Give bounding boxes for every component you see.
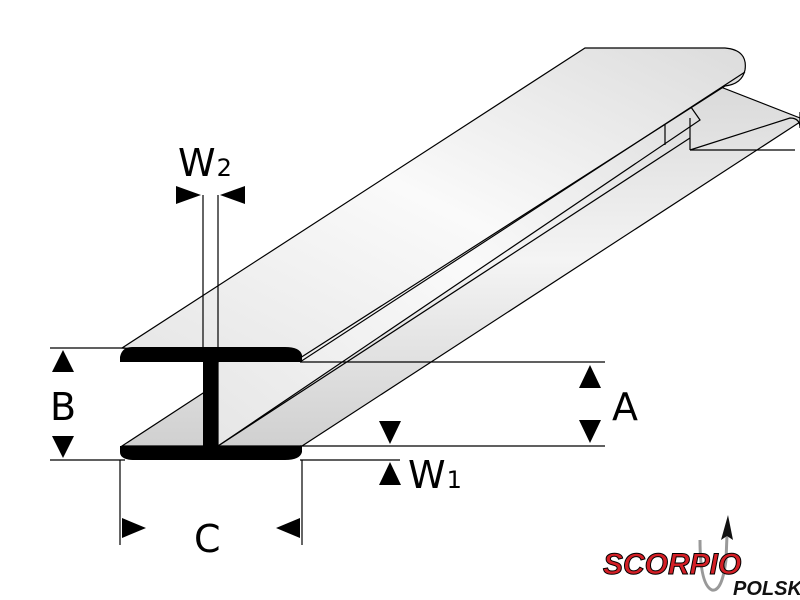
top-flange-surface xyxy=(120,47,746,359)
label-w1: W1 xyxy=(408,453,462,497)
label-w2-letter: W xyxy=(178,141,216,185)
label-a: A xyxy=(612,385,638,429)
logo-swoosh xyxy=(698,534,729,592)
logo-brand-text: SCORPIO xyxy=(603,548,741,581)
label-w1-subscript: 1 xyxy=(447,466,462,494)
a-arrow-down-icon xyxy=(579,420,601,443)
w2-arrow-right-icon xyxy=(176,186,201,204)
label-w2-subscript: 2 xyxy=(217,154,232,182)
b-arrow-up-icon xyxy=(52,350,74,372)
label-w1-letter: W xyxy=(408,453,446,497)
w1-arrow-up-icon xyxy=(379,462,401,485)
w2-arrow-left-icon xyxy=(220,186,245,204)
c-arrow-right-icon xyxy=(122,518,146,538)
web-base-edge xyxy=(217,137,691,447)
h-cross-section xyxy=(120,347,302,460)
c-arrow-left-icon xyxy=(276,518,300,538)
logo-sub-text: POLSKA xyxy=(733,578,800,600)
dimension-lines xyxy=(50,195,605,545)
label-w2: W2 xyxy=(178,141,232,185)
scorpio-polska-logo: SCORPIO POLSKA xyxy=(603,515,800,600)
logo-arrow-icon xyxy=(721,515,733,540)
w1-arrow-down-icon xyxy=(379,421,401,444)
label-b: B xyxy=(50,385,76,429)
a-arrow-up-icon xyxy=(579,365,601,388)
top-flange-back-edge xyxy=(299,71,746,363)
b-arrow-down-icon xyxy=(52,436,74,458)
dimension-arrows xyxy=(52,186,601,538)
label-c: C xyxy=(194,517,221,561)
